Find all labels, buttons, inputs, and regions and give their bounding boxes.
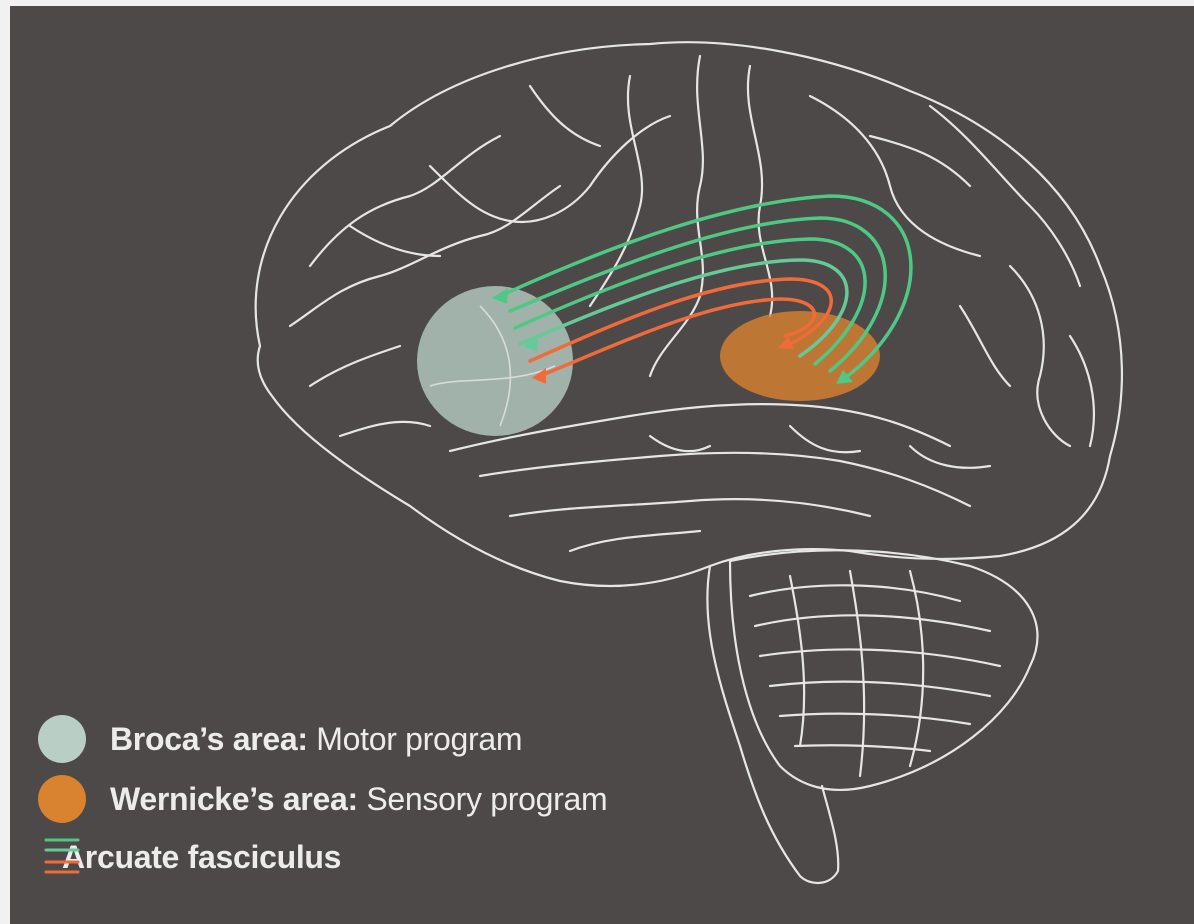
gyrus-line (310, 346, 400, 386)
broca-title: Broca’s area: (110, 721, 308, 757)
wernicke-title: Wernicke’s area: (110, 781, 358, 817)
wernicke-swatch (38, 775, 86, 823)
cerebellum-folia (755, 615, 990, 631)
gyrus-line (870, 136, 970, 186)
gyrus-line (960, 306, 1010, 386)
gyrus-line (810, 96, 980, 256)
cerebellum-folia (910, 571, 923, 766)
gyrus-line (1010, 266, 1070, 446)
gyrus-line (340, 422, 430, 436)
gyrus-line (590, 76, 642, 306)
gyrus-line (1070, 336, 1094, 446)
gyrus-line (930, 106, 1080, 286)
legend-label-broca: Broca’s area: Motor program (110, 723, 522, 755)
broca-desc: Motor program (316, 721, 522, 757)
gyrus-line (350, 226, 440, 256)
cerebellum-folia (790, 576, 804, 746)
diagram-panel: Broca’s area: Motor program Wernicke’s a… (10, 6, 1194, 924)
legend-label-arcuate: Arcuate fasciculus (62, 841, 341, 873)
brain-outline (256, 42, 1122, 586)
legend-item-broca: Broca’s area: Motor program (38, 714, 738, 764)
gyrus-line (910, 446, 990, 468)
broca-swatch (38, 715, 86, 763)
legend-item-wernicke: Wernicke’s area: Sensory program (38, 774, 738, 824)
gyrus-line (790, 426, 860, 452)
legend-item-arcuate: Arcuate fasciculus (38, 832, 738, 882)
broca-area (417, 286, 573, 436)
gyrus-line (570, 531, 700, 551)
gyrus-line (748, 66, 772, 316)
gyrus-line (650, 436, 710, 451)
arcuate-swatch-icon (38, 832, 86, 880)
gyrus-line (480, 453, 970, 506)
cerebellum-folia (780, 714, 970, 724)
gyrus-line (310, 136, 500, 266)
cerebellum-folia (760, 649, 1000, 666)
wernicke-desc: Sensory program (366, 781, 607, 817)
arcuate-title: Arcuate fasciculus (62, 839, 341, 875)
legend-label-wernicke: Wernicke’s area: Sensory program (110, 783, 607, 815)
gyrus-line (430, 116, 670, 222)
gyrus-line (530, 86, 600, 146)
gyrus-line (510, 499, 870, 516)
